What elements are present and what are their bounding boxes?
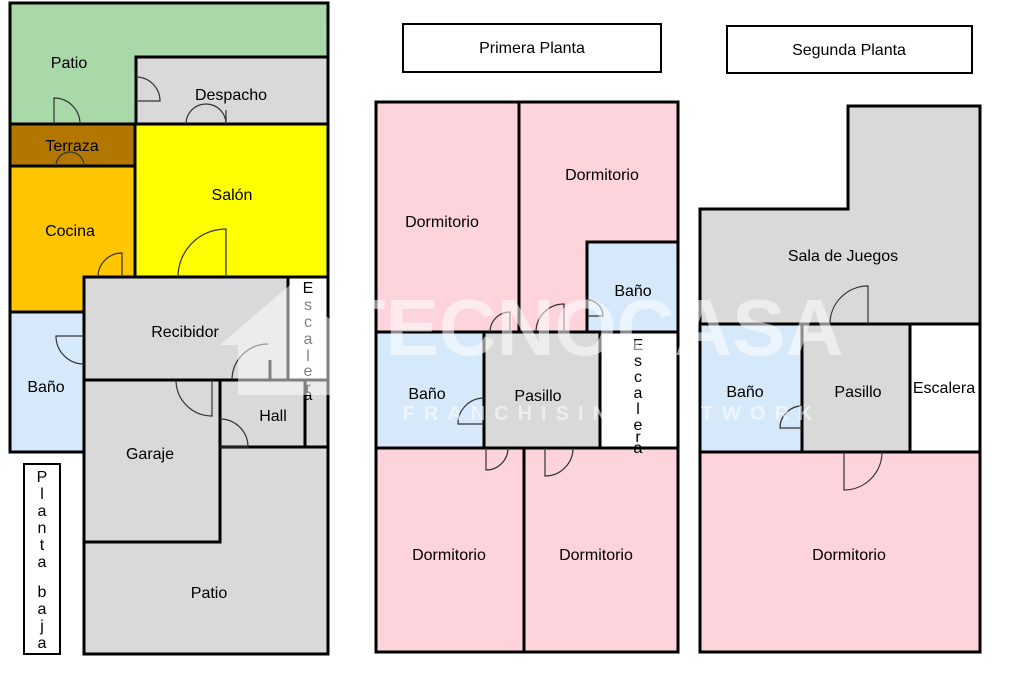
room-pasillo-second bbox=[800, 322, 912, 454]
label-escalera-second: Escalera bbox=[913, 380, 975, 397]
ground-floor: Patio Despacho Terraza Salón Cocina Reci… bbox=[8, 1, 330, 656]
vertical-letter: P bbox=[37, 469, 48, 486]
label-pasillo-first: Pasillo bbox=[514, 388, 561, 405]
title-box-planta-baja bbox=[23, 463, 61, 655]
vertical-letter: a bbox=[38, 554, 47, 571]
door-arc bbox=[843, 451, 883, 491]
vertical-letter: j bbox=[39, 618, 44, 635]
label-dormitorio-second: Dormitorio bbox=[812, 547, 886, 564]
door-arc bbox=[55, 151, 85, 167]
title-box-segunda-planta bbox=[726, 25, 973, 74]
title-primera-planta: Primera Planta bbox=[479, 40, 585, 57]
label-patio-bottom: Patio bbox=[191, 585, 228, 602]
label-bano-ground: Baño bbox=[27, 379, 64, 396]
label-bano-first-right: Baño bbox=[614, 283, 651, 300]
vertical-letter: s bbox=[634, 353, 642, 370]
vertical-letter: a bbox=[38, 601, 47, 618]
door-arc bbox=[829, 285, 869, 325]
label-dormitorio-top-right: Dormitorio bbox=[565, 167, 639, 184]
label-garaje: Garaje bbox=[126, 446, 174, 463]
room-despacho bbox=[134, 55, 330, 126]
door-arc bbox=[53, 97, 81, 125]
title-planta-baja: P l a n t a b a j a bbox=[37, 469, 48, 652]
title-segunda-planta: Segunda Planta bbox=[792, 42, 906, 59]
label-pasillo-second: Pasillo bbox=[834, 384, 881, 401]
label-terraza: Terraza bbox=[45, 138, 98, 155]
vertical-letter: E bbox=[633, 337, 644, 354]
label-dormitorio-bottom-left: Dormitorio bbox=[412, 547, 486, 564]
door-arc bbox=[535, 303, 565, 333]
label-dormitorio-top-left: Dormitorio bbox=[405, 214, 479, 231]
tecnocasa-watermark: TECNOCASA FRANCHISING NETWORK bbox=[220, 283, 843, 425]
room-dormitorio-bottom-left bbox=[374, 446, 526, 654]
door-arc bbox=[485, 447, 509, 471]
vertical-letter: b bbox=[38, 584, 47, 601]
vertical-letter: r bbox=[635, 429, 641, 446]
watermark-tagline: FRANCHISING NETWORK bbox=[403, 403, 822, 425]
label-bano-first-left: Baño bbox=[408, 386, 445, 403]
label-patio-top: Patio bbox=[51, 55, 88, 72]
vertical-letter: E bbox=[303, 280, 314, 297]
vertical-letter: a bbox=[634, 385, 643, 402]
room-dormitorio-second bbox=[698, 450, 982, 654]
door-arc bbox=[97, 252, 123, 278]
vertical-letter: e bbox=[634, 417, 643, 434]
vertical-letter: l bbox=[636, 401, 640, 418]
vertical-letter: a bbox=[634, 440, 643, 457]
door-arc bbox=[586, 299, 604, 317]
door-arc bbox=[457, 397, 485, 425]
vertical-letter: c bbox=[634, 369, 642, 386]
label-hall: Hall bbox=[259, 408, 287, 425]
label-escalera-first: E s c a l e r a bbox=[633, 337, 644, 457]
door-arc bbox=[219, 418, 249, 448]
door-arc bbox=[779, 405, 803, 429]
label-bano-second: Baño bbox=[726, 384, 763, 401]
room-dormitorio-bottom-right bbox=[522, 446, 680, 654]
vertical-letter: a bbox=[38, 503, 47, 520]
vertical-letter: t bbox=[40, 537, 45, 554]
title-box-primera-planta bbox=[402, 23, 662, 73]
vertical-letter: n bbox=[38, 520, 47, 537]
label-despacho: Despacho bbox=[195, 87, 267, 104]
label-sala-de-juegos: Sala de Juegos bbox=[788, 248, 898, 265]
vertical-letter: l bbox=[40, 486, 44, 503]
label-salon: Salón bbox=[212, 187, 253, 204]
room-dormitorio-top-left bbox=[374, 100, 521, 334]
door-arc bbox=[489, 311, 511, 333]
door-arc bbox=[175, 379, 213, 417]
room-escalera-second bbox=[908, 322, 982, 454]
house-logo-icon bbox=[220, 285, 360, 395]
vertical-letter: a bbox=[304, 387, 313, 404]
room-patio-bottom bbox=[82, 445, 330, 656]
door-arc bbox=[55, 335, 85, 365]
room-pasillo-first bbox=[482, 330, 602, 450]
second-floor: Segunda Planta Sala de Juegos Baño Pasil… bbox=[698, 25, 982, 654]
vertical-letter: a bbox=[38, 635, 47, 652]
label-dormitorio-bottom-right: Dormitorio bbox=[559, 547, 633, 564]
door-arc bbox=[544, 447, 574, 477]
room-garaje bbox=[82, 378, 222, 544]
door-arc bbox=[135, 76, 161, 102]
first-floor: Primera Planta Dormitorio Dormitorio Bañ… bbox=[374, 23, 680, 654]
door-arc bbox=[177, 228, 227, 278]
label-cocina: Cocina bbox=[45, 223, 95, 240]
watermark-brand: TECNOCASA bbox=[337, 283, 844, 372]
door-arc bbox=[185, 103, 227, 125]
label-recibidor: Recibidor bbox=[151, 324, 219, 341]
